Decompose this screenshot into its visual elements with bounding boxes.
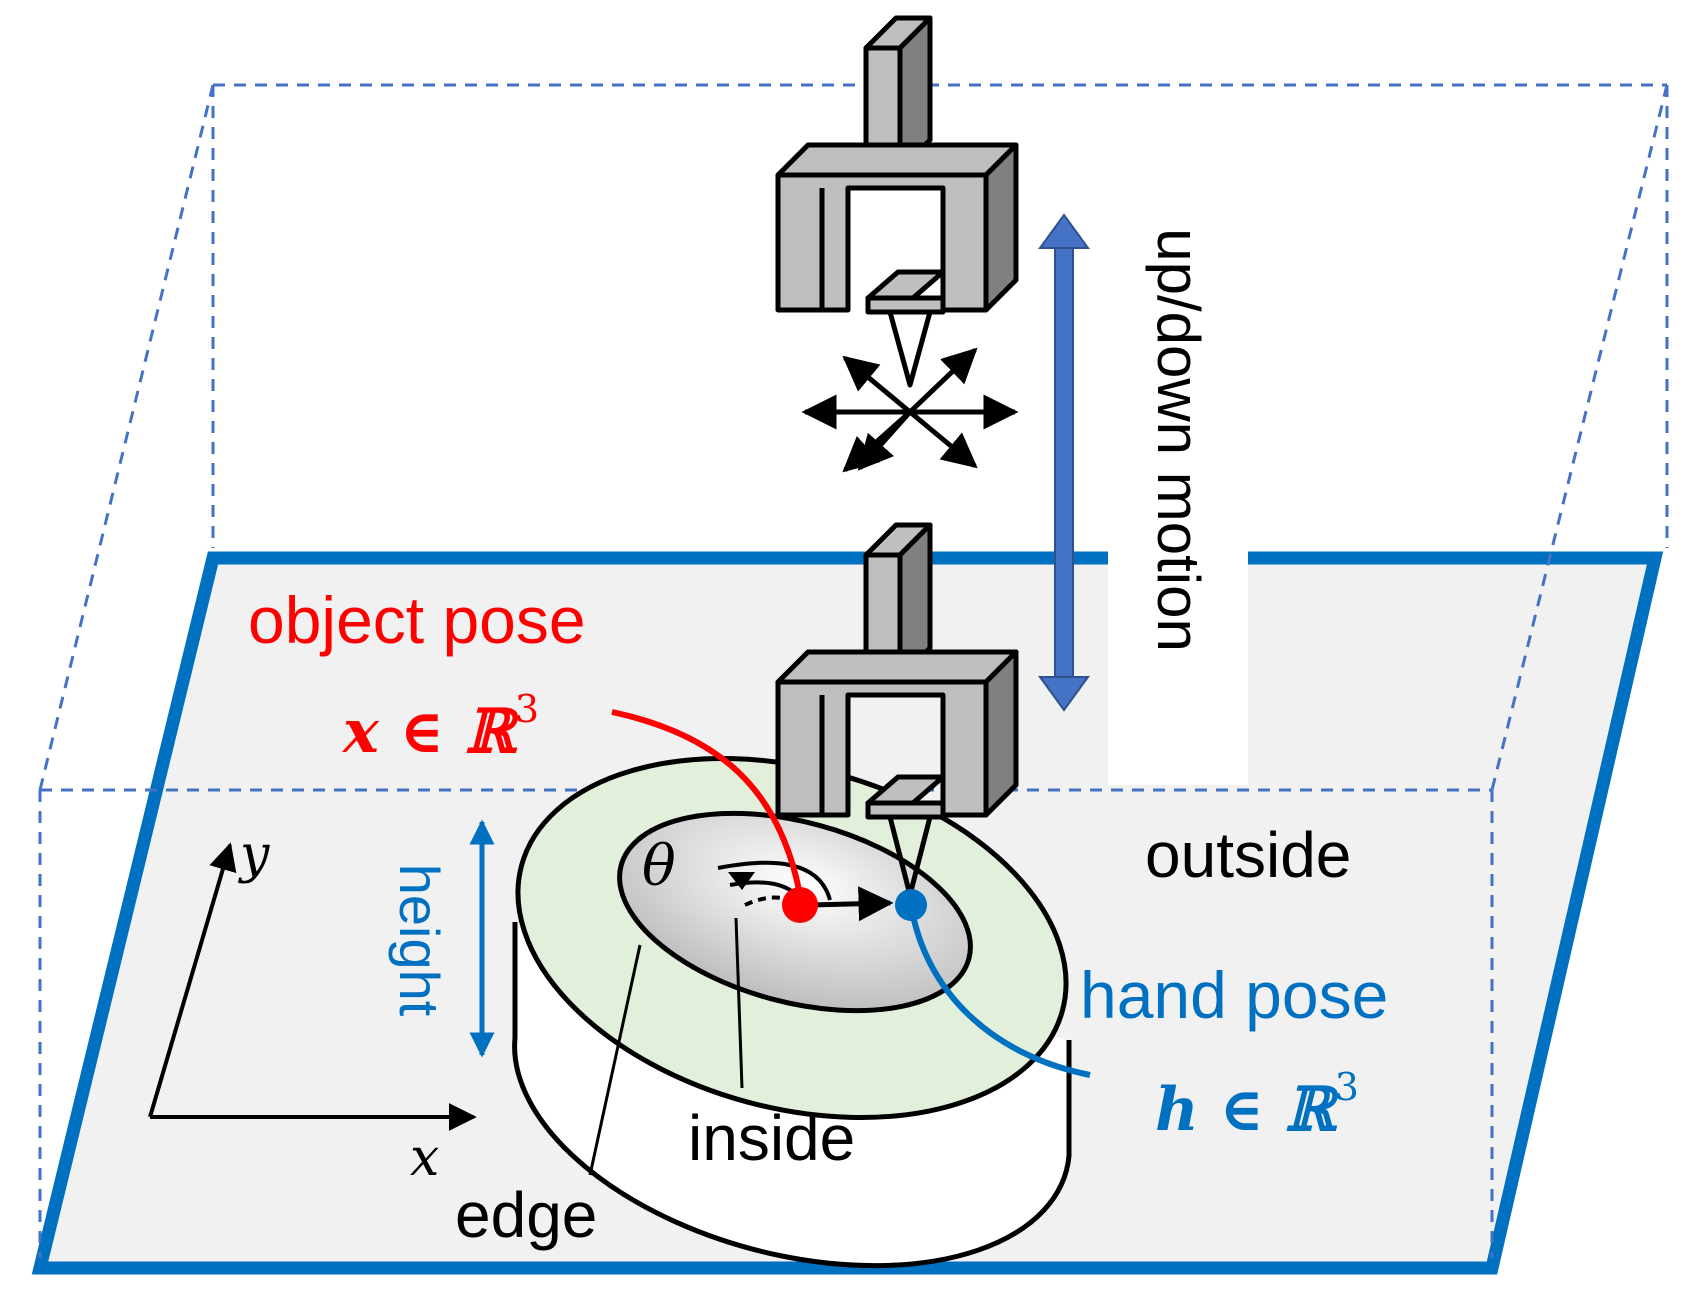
hand-pose-leader	[908, 904, 1091, 1078]
edge-leader	[588, 944, 642, 1176]
outside-label: outside	[1145, 819, 1351, 891]
coordinate-axes	[148, 842, 477, 1131]
theta-label: θ	[642, 834, 676, 899]
inside-label: inside	[688, 1102, 855, 1174]
height-label: height	[388, 864, 451, 1017]
axis-x-label: x	[410, 1128, 439, 1188]
up-down-motion-arrow	[1038, 213, 1090, 712]
hand-pose-exponent: 3	[1335, 1065, 1359, 1109]
hand-pose-label: hand pose	[1080, 958, 1388, 1032]
object-pose-math: x ∈ ℝ3	[341, 687, 539, 767]
motion-directions-icon	[801, 347, 1019, 473]
motion-label: up/down motion	[1145, 228, 1212, 652]
object-pose-exponent: 3	[515, 687, 539, 731]
object-cylinder	[512, 756, 1072, 1269]
theta-arrowhead	[728, 872, 755, 890]
gripper-upper	[775, 15, 1019, 388]
object-pose-label: object pose	[248, 583, 586, 657]
edge-label: edge	[455, 1179, 597, 1251]
inside-leader	[734, 917, 744, 1089]
hand-pose-math: h ∈ ℝ3	[1155, 1065, 1359, 1145]
gripper-lower	[775, 522, 1019, 898]
object-pose-leader	[611, 709, 803, 896]
object-to-hand-arrow	[809, 886, 894, 922]
motion-label-background	[1108, 540, 1248, 785]
axis-y-label: y	[238, 825, 270, 885]
object-pose-point	[782, 887, 818, 923]
